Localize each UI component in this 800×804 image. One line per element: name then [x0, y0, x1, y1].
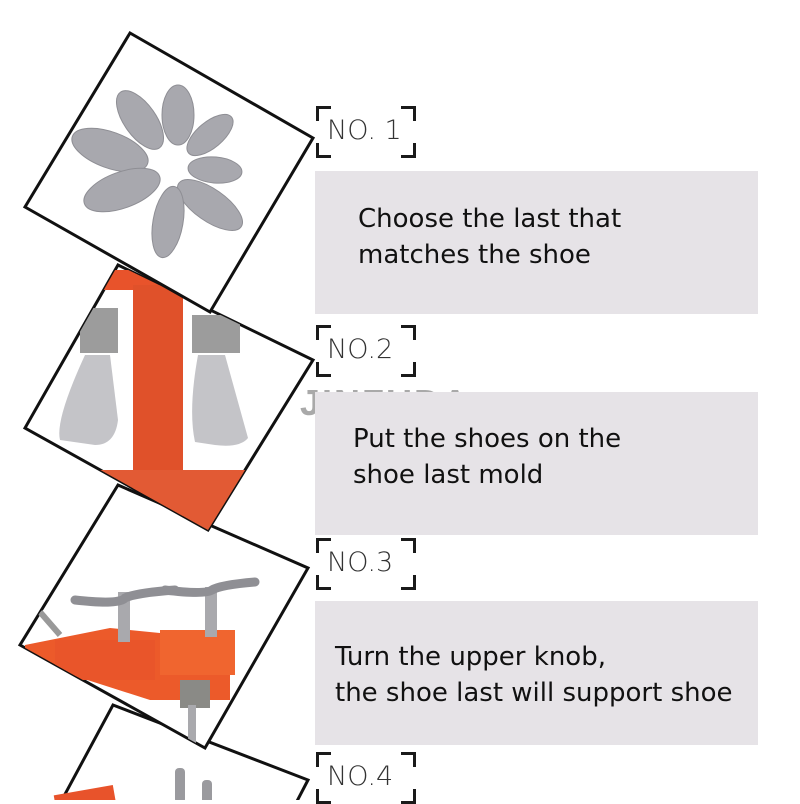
step-number: NO.4 [327, 761, 394, 792]
bracket-corner [401, 575, 416, 590]
bracket-corner [401, 362, 416, 377]
step-3-photo [17, 483, 311, 751]
bracket-corner [401, 106, 416, 121]
step-1-number-label: NO. 1 [316, 106, 416, 158]
step-1-photo [22, 30, 316, 315]
step-number: NO. 1 [327, 115, 402, 146]
step-number: NO.3 [327, 547, 394, 578]
step-1-line-2: matches the shoe [358, 240, 591, 270]
step-2-line-1: Put the shoes on the [353, 424, 622, 454]
bracket-corner [316, 752, 331, 767]
bracket-corner [401, 325, 416, 340]
step-3-line-2: the shoe last will support shoe [335, 678, 733, 708]
bracket-corner [316, 362, 331, 377]
step-number: NO.2 [327, 334, 394, 365]
step-3-description-box: Turn the upper knob, the shoe last will … [315, 601, 758, 745]
step-2-description-box: Put the shoes on the shoe last mold [315, 392, 758, 535]
bracket-corner [401, 143, 416, 158]
bracket-corner [401, 752, 416, 767]
step-3-line-1: Turn the upper knob, [335, 642, 606, 672]
step-4-photo [53, 703, 311, 800]
bracket-corner [316, 575, 331, 590]
step-1-line-1: Choose the last that [358, 204, 622, 234]
bracket-corner [316, 143, 331, 158]
step-1-description-box: Choose the last that matches the shoe [315, 171, 758, 314]
step-3-number-label: NO.3 [316, 538, 416, 590]
photo-column [17, 30, 316, 800]
bracket-corner [316, 538, 331, 553]
bracket-corner [401, 789, 416, 804]
bracket-corner [316, 106, 331, 121]
step-2-photo [22, 263, 316, 533]
step-2-line-2: shoe last mold [353, 460, 544, 490]
step-4-number-label: NO.4 [316, 752, 416, 804]
bracket-corner [316, 325, 331, 340]
step-2-number-label: NO.2 [316, 325, 416, 377]
bracket-corner [401, 538, 416, 553]
